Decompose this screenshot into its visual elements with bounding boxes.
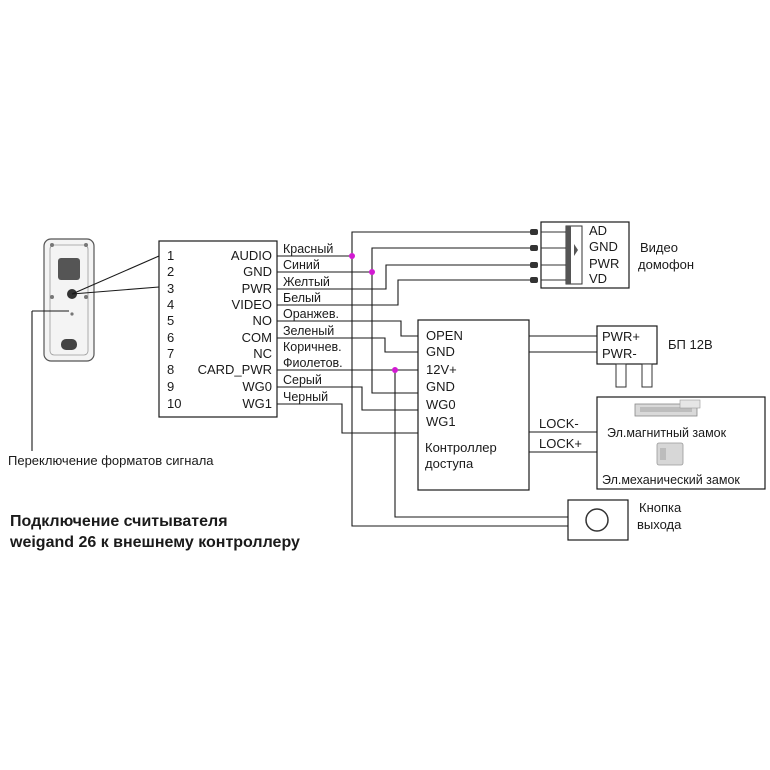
psu-box	[596, 325, 658, 365]
reader-pin-number: 2	[167, 264, 174, 279]
wire-wg0	[277, 386, 418, 411]
wire-color-label: Зеленый	[283, 324, 334, 338]
psu-plug	[641, 363, 653, 388]
junction-dot	[369, 269, 375, 275]
psu-pin-minus: PWR-	[602, 346, 637, 361]
junction-dot	[349, 253, 355, 259]
caption-line2: weigand 26 к внешнему контроллеру	[9, 534, 300, 551]
intercom-pin-label: GND	[589, 239, 618, 254]
wire-color-label: Желтый	[283, 275, 330, 289]
reader-pin-number: 7	[167, 346, 174, 361]
wires	[277, 231, 597, 527]
wire-video	[277, 279, 537, 306]
reader-pin-number: 9	[167, 379, 174, 394]
junction-dot	[392, 367, 398, 373]
mechanical-lock-label: Эл.механический замок	[602, 473, 740, 487]
reader-pin-label: VIDEO	[232, 297, 272, 312]
exit-button-label-line1: Кнопка	[639, 500, 682, 515]
wire-exit-2	[394, 370, 568, 518]
reader-pin-label: AUDIO	[231, 248, 272, 263]
reader-pin-label: WG1	[242, 396, 272, 411]
wire-color-label: Серый	[283, 373, 322, 387]
wire-gnd-bus	[371, 272, 418, 394]
mechanical-lock-icon	[656, 442, 684, 466]
caption-line1: Подключение считывателя	[10, 513, 228, 530]
reader-pin-label: GND	[243, 264, 272, 279]
intercom-box	[540, 221, 630, 289]
lock-plus-label: LOCK+	[539, 436, 582, 451]
psu-label: БП 12В	[668, 337, 713, 352]
wire-color-label: Фиолетов.	[283, 356, 343, 370]
reader-device	[43, 238, 95, 362]
wire-color-label: Оранжев.	[283, 307, 339, 321]
wire-color-label: Коричнев.	[283, 340, 342, 354]
leader-line	[71, 286, 160, 295]
reader-pin-number: 1	[167, 248, 174, 263]
controller-pin-label: 12V+	[426, 362, 457, 377]
controller-pin-label: OPEN	[426, 328, 463, 343]
controller-box	[417, 319, 530, 491]
reader-pin-label: COM	[242, 330, 272, 345]
controller-pin-label: GND	[426, 379, 455, 394]
reader-pin-label: WG0	[242, 379, 272, 394]
exit-button-label-line2: выхода	[637, 517, 682, 532]
wire-exit-1	[351, 256, 568, 527]
reader-pin-number: 4	[167, 297, 174, 312]
controller-label-line1: Контроллер	[425, 440, 497, 455]
intercom-pin-label: AD	[589, 223, 607, 238]
reader-pin-label: PWR	[242, 281, 272, 296]
reader-pin-number: 6	[167, 330, 174, 345]
intercom-pin-label: PWR	[589, 256, 619, 271]
reader-pin-number: 8	[167, 362, 174, 377]
intercom-label-line1: Видео	[640, 240, 678, 255]
wire-pwr	[277, 264, 537, 290]
wire-wg1	[277, 403, 418, 434]
intercom-label-line2: домофон	[638, 257, 694, 272]
switch-note: Переключение форматов сигнала	[8, 453, 214, 468]
reader-pin-number: 10	[167, 396, 181, 411]
magnetic-lock-icon	[634, 399, 701, 417]
reader-pins: 1 AUDIO 2 GND 3 PWR 4 VIDEO 5 NO 6 COM 7 NC 8 CARD_PWR 9…	[167, 248, 272, 411]
wire-no	[277, 320, 418, 337]
controller-pin-label: GND	[426, 344, 455, 359]
wire-color-label: Синий	[283, 258, 320, 272]
wire-color-label: Белый	[283, 291, 321, 305]
wire-audio	[277, 231, 537, 257]
reader-pin-number: 5	[167, 313, 174, 328]
reader-pin-label: NO	[253, 313, 273, 328]
lock-minus-label: LOCK-	[539, 416, 579, 431]
magnetic-lock-label: Эл.магнитный замок	[607, 426, 727, 440]
intercom-connector	[530, 225, 583, 285]
wire-gnd	[277, 247, 537, 273]
reader-pin-label: CARD_PWR	[198, 362, 272, 377]
controller-pin-label: WG1	[426, 414, 456, 429]
psu-pin-plus: PWR+	[602, 329, 640, 344]
reader-terminal-box	[158, 240, 278, 418]
reader-pin-label: NC	[253, 346, 272, 361]
leader-line	[71, 255, 160, 295]
wire-com	[277, 337, 418, 353]
psu-plug	[615, 363, 627, 388]
exit-button-icon	[585, 508, 609, 532]
wire-color-label: Черный	[283, 390, 328, 404]
controller-label-line2: доступа	[425, 456, 474, 471]
intercom-pin-label: VD	[589, 271, 607, 286]
reader-pin-number: 3	[167, 281, 174, 296]
wire-color-label: Красный	[283, 242, 333, 256]
controller-pin-label: WG0	[426, 397, 456, 412]
